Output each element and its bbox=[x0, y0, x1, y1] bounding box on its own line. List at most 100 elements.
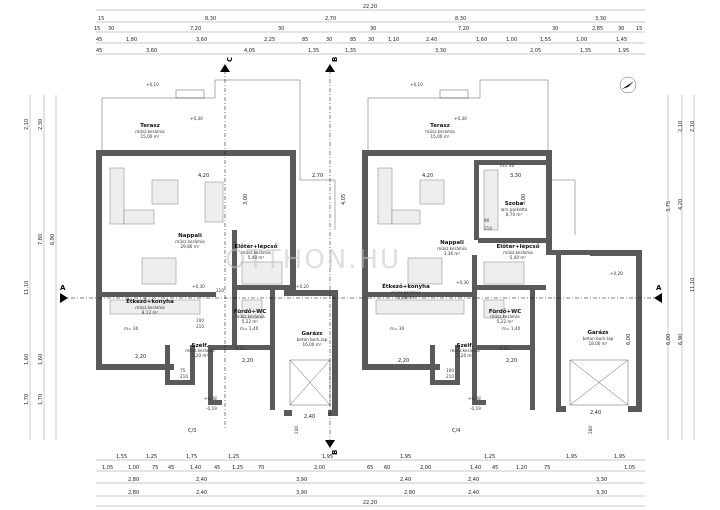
top-dimension-lines: 22,20 15 8,30 2,70 8,30 3,30 15 30 7,20 … bbox=[94, 4, 645, 55]
section-label-a: A bbox=[656, 284, 662, 292]
inner-dim: 6,00 bbox=[626, 334, 632, 345]
room-name: Garázs bbox=[301, 330, 323, 337]
top-dim: 30 bbox=[368, 37, 374, 43]
top-dim: 3,60 bbox=[146, 48, 157, 54]
bottom-dim: 2,00 bbox=[420, 465, 431, 471]
level-mark: +0,30 bbox=[190, 116, 203, 121]
right-dim: 6,00 bbox=[666, 334, 672, 345]
section-label-c: C bbox=[226, 57, 234, 62]
top-dim: 30 bbox=[552, 26, 558, 32]
overall-width-bottom: 22,20 bbox=[363, 500, 377, 506]
inner-dim: 3,00 bbox=[521, 194, 527, 205]
top-dim: 3,60 bbox=[196, 37, 207, 43]
opening-height: 240 bbox=[294, 426, 299, 434]
room-area: 5,40 m² bbox=[248, 255, 265, 260]
left-dim: 2,10 bbox=[24, 119, 30, 130]
opening-height: m= 30 bbox=[390, 326, 405, 331]
top-dim: 2,25 bbox=[264, 37, 275, 43]
room-name: Előtér+lépcső bbox=[235, 243, 278, 250]
opening-height: m= 1,40 bbox=[240, 326, 259, 331]
bottom-dimension-lines: 1,55 1,25 1,75 1,25 1,95 1,95 1,25 1,95 … bbox=[96, 454, 645, 507]
bottom-dim: 3,30 bbox=[596, 477, 607, 483]
room-name: Étkező+konyha bbox=[126, 297, 174, 305]
north-arrow-icon bbox=[619, 76, 637, 94]
door-tag: 100 bbox=[446, 368, 454, 373]
bottom-dim: 45 bbox=[168, 465, 174, 471]
opening-height: m= 30 bbox=[124, 326, 139, 331]
level-mark: -0,19 bbox=[470, 406, 481, 411]
room-area: 8,70 m² bbox=[506, 212, 523, 217]
room-name: Szélf. bbox=[457, 342, 474, 349]
bottom-dim: 65 bbox=[367, 465, 373, 471]
bottom-dim: 2,40 bbox=[468, 490, 479, 496]
top-dim: 1,00 bbox=[576, 37, 587, 43]
room-floor: lam.parketta bbox=[501, 207, 528, 212]
room-floor: műsz.kerámia bbox=[490, 314, 520, 319]
top-dim: 8,30 bbox=[205, 16, 216, 22]
door-tag: 100 bbox=[196, 318, 204, 323]
room-area: 29,86 m² bbox=[180, 244, 199, 249]
top-dim: 45 bbox=[96, 37, 102, 43]
top-dim: 1,95 bbox=[618, 48, 629, 54]
door-tag: 210 bbox=[196, 324, 204, 329]
left-dim: 1,70 bbox=[24, 394, 30, 405]
room-name: Garázs bbox=[587, 329, 609, 336]
level-mark: +0,28 bbox=[204, 396, 217, 401]
top-dim: 1,35 bbox=[580, 48, 591, 54]
sheet-label: C/4 bbox=[452, 428, 460, 434]
top-dim: 30 bbox=[108, 26, 114, 32]
door-tags: 210 100 210 90 210 75 210 100 210 bbox=[180, 218, 492, 379]
top-dim: 1,60 bbox=[476, 37, 487, 43]
inner-dim: 2,20 bbox=[506, 358, 517, 364]
inner-dim: 4,05 bbox=[341, 194, 347, 205]
top-dim: 30 bbox=[618, 26, 624, 32]
room-area: 16,00 m² bbox=[302, 342, 321, 347]
door-tag: 210 bbox=[446, 374, 454, 379]
room-area: 3,36 m² bbox=[444, 251, 461, 256]
level-mark: +0,30 bbox=[192, 284, 205, 289]
bottom-dim: 1,95 bbox=[322, 454, 333, 460]
top-dim: 15 bbox=[98, 16, 104, 22]
left-dim: 11,10 bbox=[24, 281, 30, 295]
section-arrow-icon bbox=[325, 440, 335, 448]
door-tag: 75 bbox=[180, 368, 186, 373]
left-dim: 6,90 bbox=[50, 234, 56, 245]
top-dim: 4,05 bbox=[244, 48, 255, 54]
room-area: 2,20 m² bbox=[457, 353, 474, 358]
section-label-b: B bbox=[331, 450, 339, 455]
bottom-dim: 60 bbox=[384, 465, 390, 471]
bottom-dim: 45 bbox=[492, 465, 498, 471]
bottom-dim: 1,25 bbox=[232, 465, 243, 471]
bottom-dim: 75 bbox=[152, 465, 158, 471]
bottom-dim: 2,40 bbox=[400, 477, 411, 483]
top-dim: 7,20 bbox=[458, 26, 469, 32]
room-floor: műsz.kerámia bbox=[185, 348, 215, 353]
level-mark: +0,30 bbox=[454, 116, 467, 121]
level-mark: -0,20 bbox=[498, 346, 509, 351]
top-dim: 30 bbox=[278, 26, 284, 32]
bottom-dim: 2,00 bbox=[314, 465, 325, 471]
bottom-dim: 1,00 bbox=[128, 465, 139, 471]
room-floor: műsz.kerámia bbox=[135, 129, 165, 134]
inner-dim: 2,20 bbox=[242, 358, 253, 364]
section-arrow-icon bbox=[654, 293, 662, 303]
bottom-dim: 1,40 bbox=[470, 465, 481, 471]
right-dim: 11,10 bbox=[690, 278, 696, 292]
top-dim: 30 bbox=[326, 37, 332, 43]
door-tag: 90 bbox=[484, 218, 490, 223]
bottom-dim: 1,95 bbox=[400, 454, 411, 460]
level-mark: -0,19 bbox=[206, 406, 217, 411]
watermark: OTTHON.HU bbox=[225, 245, 401, 275]
inner-dim: 4,20 bbox=[422, 173, 433, 179]
top-dim: 30 bbox=[370, 26, 376, 32]
room-area: 15,00 m² bbox=[430, 134, 449, 139]
room-floor: beton burk.lap bbox=[583, 336, 614, 341]
bottom-dim: 2,40 bbox=[468, 477, 479, 483]
inner-dim: 2,20 bbox=[135, 354, 146, 360]
bottom-dim: 1,25 bbox=[146, 454, 157, 460]
top-dim: 8,30 bbox=[455, 16, 466, 22]
right-unit-walls bbox=[362, 150, 642, 412]
bottom-dim: 2,40 bbox=[196, 477, 207, 483]
bottom-dim: 1,25 bbox=[484, 454, 495, 460]
